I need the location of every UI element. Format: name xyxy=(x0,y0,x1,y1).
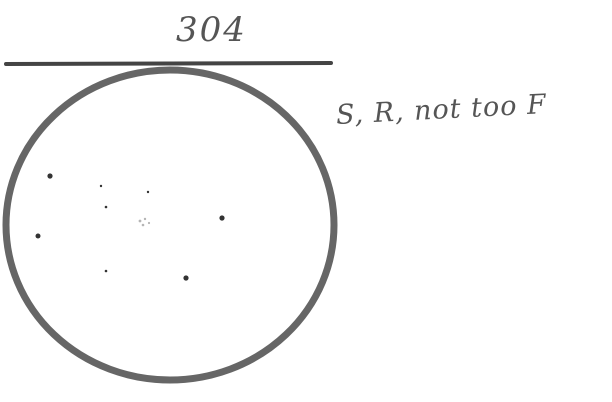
dot xyxy=(105,206,108,209)
dot xyxy=(36,234,41,239)
faint-dot xyxy=(142,224,145,227)
dot xyxy=(47,173,52,178)
underline-stroke xyxy=(6,63,331,64)
plate-circle xyxy=(6,70,334,380)
handwritten-title: 304 xyxy=(176,10,247,50)
faint-dot xyxy=(144,218,146,220)
dot xyxy=(105,270,108,273)
dot xyxy=(219,215,224,220)
dot xyxy=(147,191,149,193)
dots-group xyxy=(36,173,225,280)
dot xyxy=(183,275,188,280)
dot xyxy=(100,185,102,187)
faint-dot xyxy=(148,222,150,224)
faint-center-mark xyxy=(139,218,150,227)
faint-dot xyxy=(139,220,142,223)
